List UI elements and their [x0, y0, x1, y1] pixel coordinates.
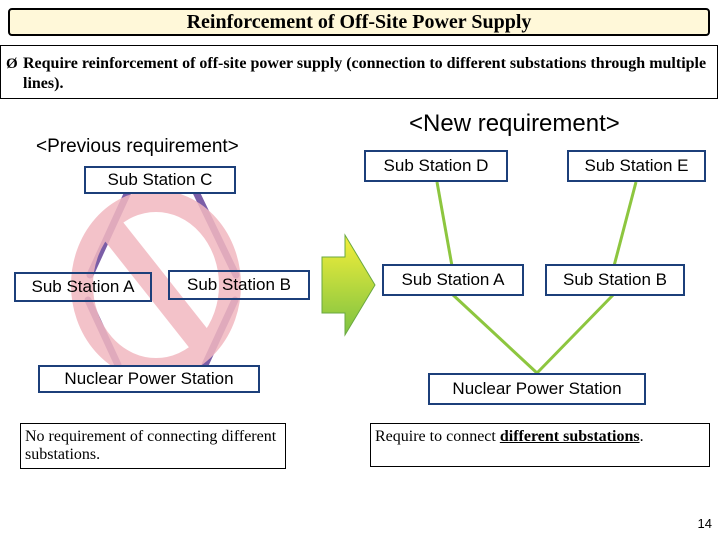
new-connection-lines [435, 181, 638, 375]
new-note: Require to connect different substations… [370, 423, 710, 467]
prev-sub-station-b: Sub Station B [168, 270, 310, 300]
line-a-to-npp [450, 292, 539, 375]
prev-nuclear-power-station: Nuclear Power Station [38, 365, 260, 393]
prev-sub-station-a: Sub Station A [14, 272, 152, 302]
requirement-box: Ø Require reinforcement of off-site powe… [0, 45, 718, 99]
page-title: Reinforcement of Off-Site Power Supply [8, 8, 710, 36]
requirement-text: Require reinforcement of off-site power … [23, 55, 707, 92]
transition-arrow-icon [321, 233, 376, 337]
new-nuclear-power-station: Nuclear Power Station [428, 373, 646, 405]
line-b-to-npp [535, 292, 616, 375]
previous-note: No requirement of connecting different s… [20, 423, 286, 469]
new-sub-station-e: Sub Station E [567, 150, 706, 182]
page-number: 14 [697, 516, 712, 531]
new-note-suffix: . [639, 428, 644, 445]
new-sub-station-d: Sub Station D [364, 150, 508, 182]
new-note-emphasis: different substations [499, 428, 640, 445]
new-sub-station-a: Sub Station A [382, 264, 524, 296]
bullet-arrow-icon: Ø [6, 56, 18, 72]
new-sub-station-b: Sub Station B [545, 264, 685, 296]
new-note-prefix: Require to connect [375, 428, 500, 445]
prev-sub-station-c: Sub Station C [84, 166, 236, 194]
previous-requirement-heading: <Previous requirement> [36, 136, 239, 157]
new-requirement-heading: <New requirement> [409, 110, 620, 137]
line-e-to-b [612, 181, 638, 267]
line-d-to-a [435, 181, 454, 267]
